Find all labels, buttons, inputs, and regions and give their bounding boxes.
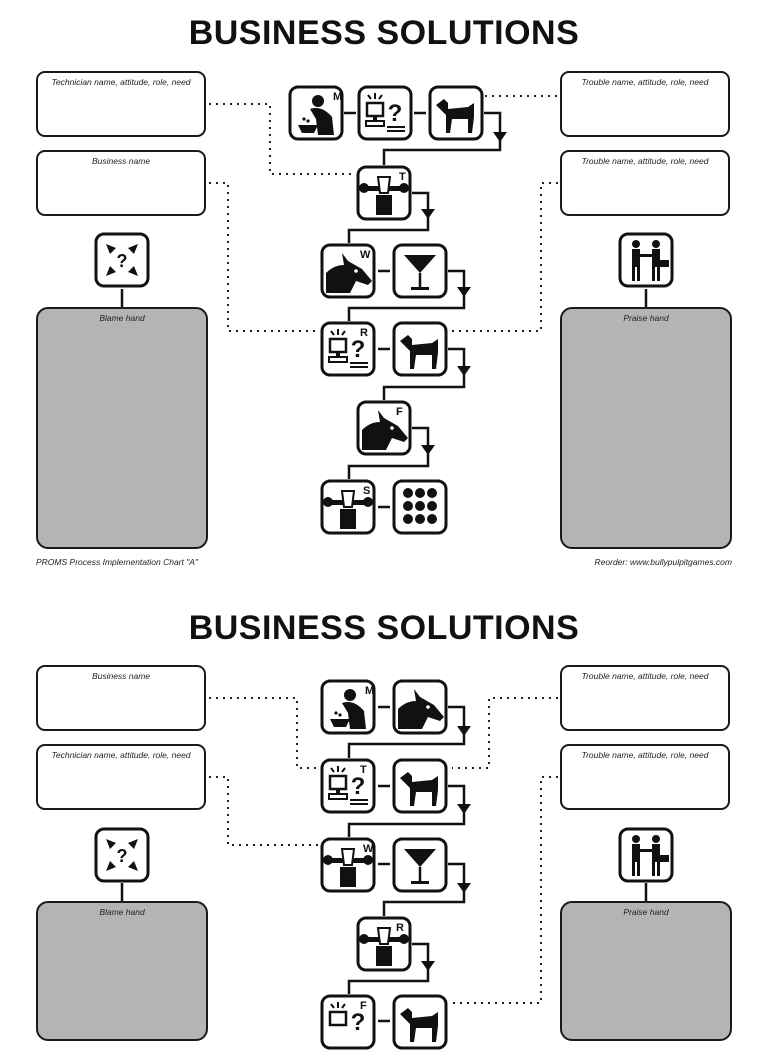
icon-letter-f: F [396,406,403,418]
technician-label: Technician name, attitude, role, need [51,77,191,87]
bull-icon: F [356,400,412,456]
svg-text:?: ? [117,846,128,866]
business-name-label-2: Business name [91,671,151,681]
sick-person-icon: M [320,679,376,735]
icon-letter-s: S [363,485,370,497]
praise-hand-label-2: Praise hand [623,907,669,917]
icon-letter-w-2: W [363,843,374,855]
icon-letter-w: W [360,249,371,261]
blame-hand-area-2[interactable]: Blame hand [36,901,208,1041]
blame-hand-label: Blame hand [99,313,145,323]
svg-text:?: ? [351,773,366,800]
connector-lines [120,95,648,509]
trouble-label-4: Trouble name, attitude, role, need [581,750,709,760]
business-name-box-2[interactable]: Business name [36,665,206,731]
bull-icon [392,679,448,735]
svg-text:?: ? [388,100,403,127]
question-computer-icon: ? R [320,321,376,377]
business-name-label: Business name [91,156,151,166]
icon-letter-f-2: F [360,1000,367,1012]
trouble-box-1[interactable]: Trouble name, attitude, role, need [560,71,730,137]
icon-letter-t: T [399,171,406,183]
wrench-hand-icon: R [356,916,412,972]
connector-lines-2 [120,697,648,1023]
trouble-label-2: Trouble name, attitude, role, need [581,156,709,166]
technician-label-2: Technician name, attitude, role, need [51,750,191,760]
page-title: BUSINESS SOLUTIONS [188,14,580,52]
wrench-hand-icon: W [320,837,376,893]
footer-reorder: Reorder: www.bullypulpitgames.com [594,557,732,567]
question-computer-icon: ? [357,85,413,141]
dog-icon [392,994,448,1050]
praise-hand-area[interactable]: Praise hand [560,307,732,549]
icon-letter-m-2: M [365,685,374,697]
svg-text:?: ? [351,1009,366,1036]
handshake-icon-2 [618,827,674,883]
trouble-box-4[interactable]: Trouble name, attitude, role, need [560,744,730,810]
icon-letter-r: R [360,327,368,339]
dog-icon [392,758,448,814]
handshake-icon [618,232,674,288]
praise-hand-label: Praise hand [623,313,669,323]
trouble-box-2[interactable]: Trouble name, attitude, role, need [560,150,730,216]
sick-person-icon: M [288,85,344,141]
trouble-box-3[interactable]: Trouble name, attitude, role, need [560,665,730,731]
martini-icon [392,243,448,299]
trouble-label-1: Trouble name, attitude, role, need [581,77,709,87]
wrench-hand-icon: S [320,479,376,535]
page-title-2: BUSINESS SOLUTIONS [188,609,580,647]
wrench-hand-icon: T [356,165,412,221]
blame-hand-label-2: Blame hand [99,907,145,917]
praise-hand-area-2[interactable]: Praise hand [560,901,732,1041]
dog-icon [392,321,448,377]
trouble-label-3: Trouble name, attitude, role, need [581,671,709,681]
business-name-box[interactable]: Business name [36,150,206,216]
martini-icon [392,837,448,893]
footer-chart-id: PROMS Process Implementation Chart "A" [36,557,198,567]
bull-icon: W [320,243,376,299]
icon-letter-t-2: T [360,764,367,776]
technician-box[interactable]: Technician name, attitude, role, need [36,71,206,137]
blame-hand-area[interactable]: Blame hand [36,307,208,549]
question-computer-icon: ? F [320,994,376,1050]
dog-icon [428,85,484,141]
blame-icon-2: ? [94,827,150,883]
blame-icon: ? [94,232,150,288]
technician-box-2[interactable]: Technician name, attitude, role, need [36,744,206,810]
svg-text:?: ? [351,336,366,363]
svg-text:?: ? [117,251,128,271]
icon-letter-r-2: R [396,922,404,934]
crowd-icon [392,479,448,535]
question-computer-icon: ? T [320,758,376,814]
icon-letter-m: M [333,91,342,103]
